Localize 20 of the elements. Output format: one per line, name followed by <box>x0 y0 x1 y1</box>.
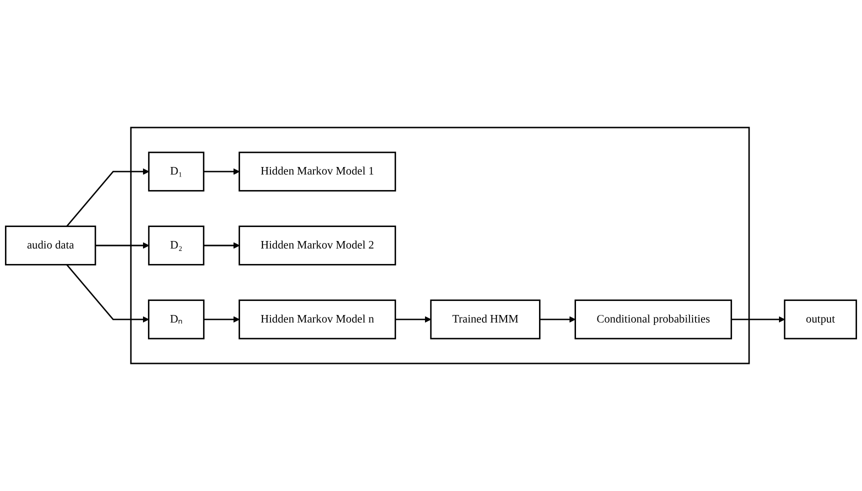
node-box: Trained HMM <box>430 300 540 340</box>
node-box: Hidden Markov Model 1 <box>238 152 396 192</box>
node-box: Conditional probabilities <box>574 300 732 340</box>
node-box: output <box>784 300 858 340</box>
arrow <box>395 316 432 323</box>
node-box: Hidden Markov Model n <box>238 300 396 340</box>
node-box: D₂ <box>148 226 204 266</box>
node-box: Dₙ <box>148 300 204 340</box>
node-box: Hidden Markov Model 2 <box>238 226 396 266</box>
arrow <box>95 242 150 249</box>
node-box: D₁ <box>148 152 204 192</box>
node-box: audio data <box>4 226 96 266</box>
arrow <box>204 242 240 249</box>
arrow <box>66 264 149 323</box>
cluster <box>130 126 750 364</box>
arrow <box>204 316 240 323</box>
arrow <box>731 316 785 323</box>
arrow <box>540 316 576 323</box>
arrow <box>66 168 150 227</box>
arrow <box>204 168 240 175</box>
